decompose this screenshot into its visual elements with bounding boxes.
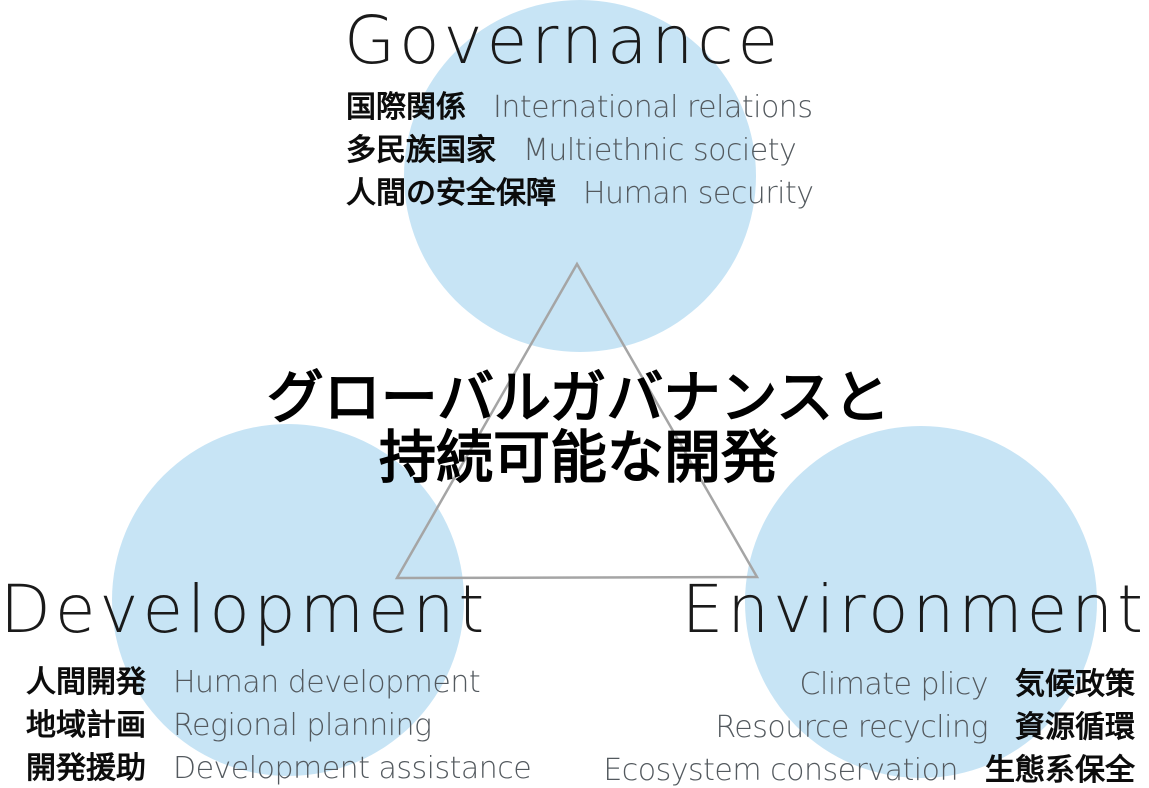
topic-label-jp: 多民族国家 — [346, 133, 496, 168]
development-topic-row: 地域計画 Regional planning — [26, 704, 531, 747]
topic-label-jp: 国際関係 — [346, 90, 466, 125]
central-theme-line1: グローバルガバナンスと — [266, 365, 891, 431]
topic-label-jp: 気候政策 — [1015, 667, 1135, 702]
environment-title: Environment — [681, 571, 1147, 648]
topic-label-jp: 生態系保全 — [985, 753, 1135, 788]
topic-label-en: Climate plicy — [799, 667, 989, 702]
central-theme-title: グローバルガバナンスと 持続可能な開発 — [0, 368, 1149, 488]
governance-topic-list: 国際関係 International relations 多民族国家 Multi… — [346, 86, 814, 215]
topic-label-jp: 地域計画 — [26, 708, 146, 743]
environment-topic-row: Climate plicy 気候政策 — [603, 663, 1135, 706]
governance-title: Governance — [344, 2, 783, 79]
central-theme-line2: 持続可能な開発 — [379, 425, 778, 491]
governance-topic-row: 国際関係 International relations — [346, 86, 814, 129]
topic-label-en: Resource recycling — [715, 710, 988, 745]
environment-topic-list: Climate plicy 気候政策 Resource recycling 資源… — [603, 663, 1135, 788]
development-topic-row: 人間開発 Human development — [26, 661, 531, 704]
development-title: Development — [0, 571, 489, 648]
environment-topic-row: Ecosystem conservation 生態系保全 — [603, 749, 1135, 788]
topic-label-en: Ecosystem conservation — [603, 753, 958, 788]
topic-label-jp: 開発援助 — [26, 751, 146, 786]
topic-label-en: International relations — [493, 90, 813, 125]
environment-topic-row: Resource recycling 資源循環 — [603, 706, 1135, 749]
governance-topic-row: 人間の安全保障 Human security — [346, 172, 814, 215]
topic-label-en: Regional planning — [173, 708, 432, 743]
topic-label-jp: 人間の安全保障 — [346, 176, 556, 211]
environment-circle — [745, 426, 1097, 778]
topic-label-jp: 人間開発 — [26, 665, 146, 700]
topic-label-jp: 資源循環 — [1015, 710, 1135, 745]
development-topic-row: 開発援助 Development assistance — [26, 747, 532, 788]
topic-label-en: Human development — [173, 665, 481, 700]
topic-label-en: Multiethnic society — [523, 133, 797, 168]
topic-label-en: Development assistance — [173, 751, 532, 786]
governance-topic-row: 多民族国家 Multiethnic society — [346, 129, 814, 172]
topic-label-en: Human security — [583, 176, 814, 211]
development-topic-list: 人間開発 Human development 地域計画 Regional pla… — [26, 661, 532, 788]
